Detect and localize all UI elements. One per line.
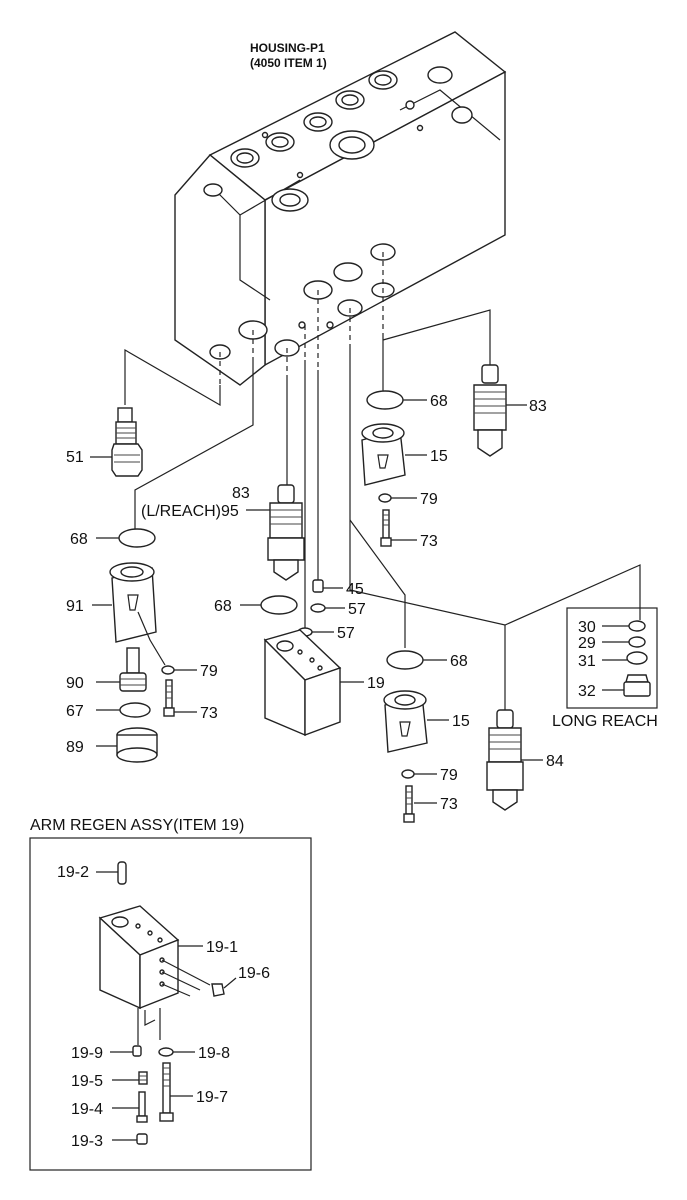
part-15-cover-bottom — [383, 690, 449, 753]
callout-19-5: 19-5 — [71, 1073, 103, 1090]
callout-57-a: 57 — [348, 601, 366, 618]
callout-68-top: 68 — [430, 393, 448, 410]
part-79-washer-left — [161, 665, 197, 675]
callout-73-top: 73 — [420, 533, 438, 550]
assembly-lines — [124, 309, 641, 710]
part-45-plug — [312, 579, 343, 593]
part-91-cover — [92, 562, 166, 666]
callout-89: 89 — [66, 739, 84, 756]
callout-l-reach-95: (L/REACH)95 — [141, 503, 239, 520]
callout-68-right: 68 — [450, 653, 468, 670]
long-reach-kit — [566, 607, 658, 709]
part-90-piston — [96, 647, 147, 692]
callout-68-mid: 68 — [214, 598, 232, 615]
callout-84: 84 — [546, 753, 564, 770]
arm-regen-inset — [29, 837, 312, 1171]
part-89-plug — [96, 727, 158, 763]
part-84-cartridge — [486, 709, 543, 811]
callout-90: 90 — [66, 675, 84, 692]
callout-79-top: 79 — [420, 491, 438, 508]
part-83-cartridge-right — [473, 364, 527, 457]
part-79-washer-top — [378, 493, 417, 503]
part-15-cover-top — [361, 423, 427, 486]
callout-15-bottom: 15 — [452, 713, 470, 730]
part-68-oring-mid — [240, 595, 298, 615]
callout-15-top: 15 — [430, 448, 448, 465]
callout-79-bottom: 79 — [440, 767, 458, 784]
part-68-oring-top — [366, 390, 427, 410]
part-68-oring-left — [96, 528, 156, 548]
housing-ports — [203, 66, 473, 212]
part-19-arm-regen-block — [263, 629, 364, 737]
callout-19-2: 19-2 — [57, 864, 89, 881]
callout-45: 45 — [346, 581, 364, 598]
callout-19-9: 19-9 — [71, 1045, 103, 1062]
callout-83-left: 83 — [232, 485, 250, 502]
callout-19-1: 19-1 — [206, 939, 238, 956]
housing-subtitle: (4050 ITEM 1) — [250, 56, 327, 70]
callout-29: 29 — [578, 635, 596, 652]
part-73-bolt-left — [163, 679, 197, 717]
callout-83-right: 83 — [529, 398, 547, 415]
callout-73-left: 73 — [200, 705, 218, 722]
callout-19-6: 19-6 — [238, 965, 270, 982]
callout-67: 67 — [66, 703, 84, 720]
callout-31: 31 — [578, 653, 596, 670]
part-68-oring-right — [386, 650, 447, 670]
callout-91: 91 — [66, 598, 84, 615]
callout-57-b: 57 — [337, 625, 355, 642]
part-95-cartridge-lreach — [246, 484, 305, 581]
housing-title: HOUSING-P1 — [250, 41, 325, 55]
callout-51: 51 — [66, 449, 84, 466]
part-73-bolt-bottom — [403, 785, 437, 823]
part-57-oring-a — [310, 603, 345, 613]
callout-19-7: 19-7 — [196, 1089, 228, 1106]
callout-19-8: 19-8 — [198, 1045, 230, 1062]
housing-block: HOUSING-P1 (4050 ITEM 1) — [174, 31, 507, 386]
callout-19-4: 19-4 — [71, 1101, 103, 1118]
callout-79-left: 79 — [200, 663, 218, 680]
part-73-bolt-top — [380, 509, 417, 547]
callout-19: 19 — [367, 675, 385, 692]
callout-19-3: 19-3 — [71, 1133, 103, 1150]
arm-regen-title: ARM REGEN ASSY(ITEM 19) — [30, 817, 244, 834]
part-67-oring — [96, 702, 151, 718]
part-79-washer-bottom — [401, 769, 437, 779]
callout-32: 32 — [578, 683, 596, 700]
callout-30: 30 — [578, 619, 596, 636]
part-51-valve — [90, 407, 143, 477]
long-reach-label: LONG REACH — [552, 713, 658, 730]
callout-68-left: 68 — [70, 531, 88, 548]
callout-73-bottom: 73 — [440, 796, 458, 813]
